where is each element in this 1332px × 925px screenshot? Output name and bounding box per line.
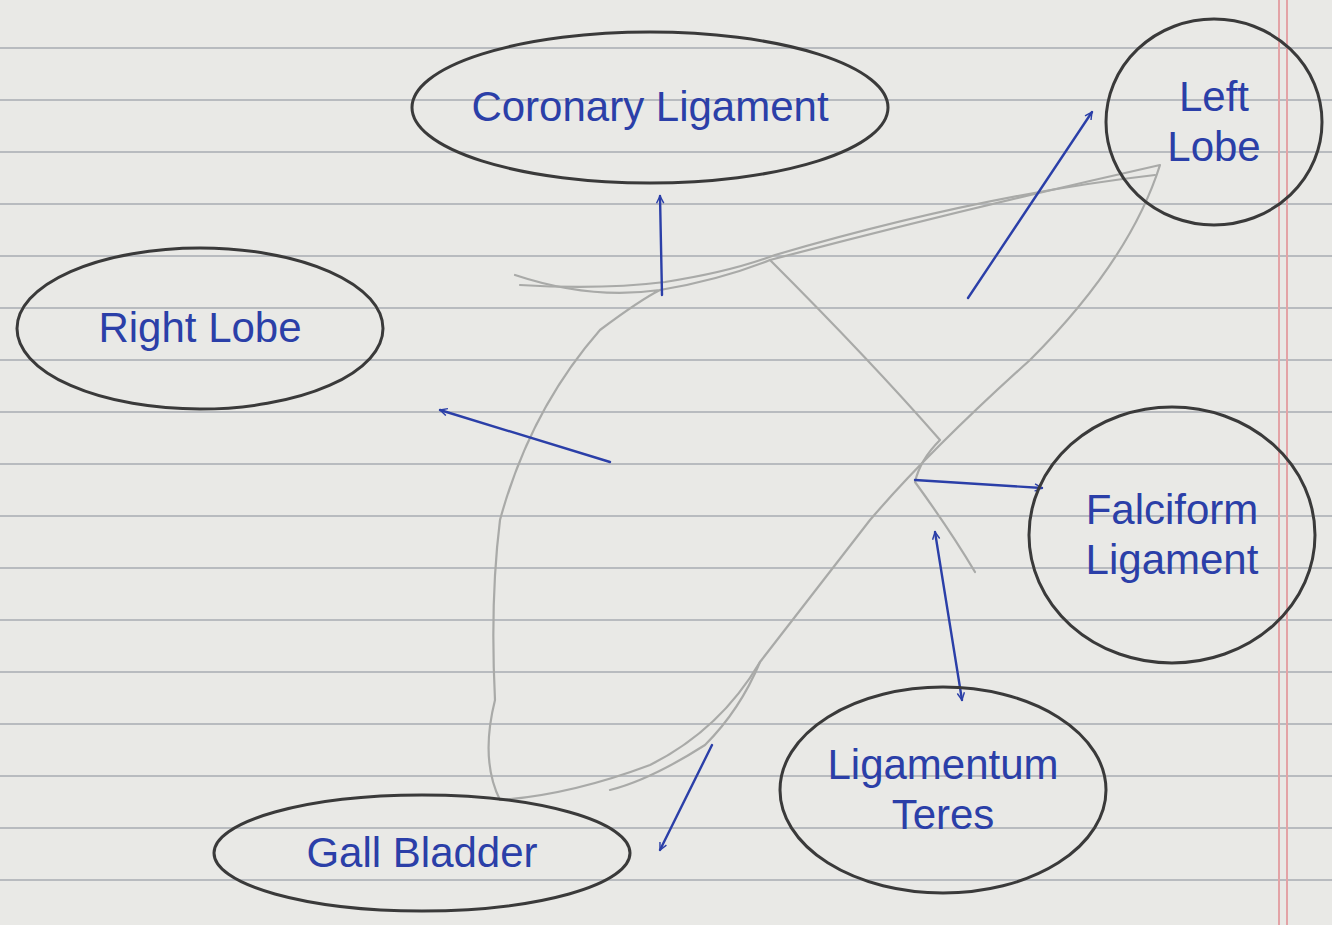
part-label: Left Lobe (1149, 72, 1279, 173)
ellipse-shape (1106, 19, 1322, 225)
label-ellipse: Ligamentum Teres (778, 685, 1108, 895)
leader-line (660, 196, 662, 295)
leader-line (440, 410, 610, 462)
ellipse-shape (780, 687, 1106, 893)
label-ellipse: Left Lobe (1104, 17, 1324, 227)
label-ellipse: Coronary Ligament (410, 30, 890, 185)
ellipse-content: Falciform Ligament (1027, 405, 1317, 665)
margin-line (1279, 0, 1287, 925)
ellipse-content: Left Lobe (1104, 17, 1324, 227)
part-label: Coronary Ligament (471, 82, 828, 132)
ellipse-content: Coronary Ligament (410, 30, 890, 185)
liver-outline (489, 165, 1160, 800)
ellipse-outline (1027, 405, 1317, 665)
ellipse-outline (1104, 17, 1324, 227)
ellipse-shape (214, 795, 630, 911)
leader-line (935, 532, 962, 700)
part-label: Gall Bladder (306, 828, 537, 878)
ellipse-content: Ligamentum Teres (778, 685, 1108, 895)
part-label: Falciform Ligament (1062, 485, 1282, 586)
label-ellipse: Gall Bladder (212, 793, 632, 913)
ellipse-shape (17, 248, 383, 409)
ellipse-content: Right Lobe (15, 246, 385, 411)
ellipse-outline (778, 685, 1108, 895)
ellipse-shape (1029, 407, 1315, 663)
label-ellipse: Falciform Ligament (1027, 405, 1317, 665)
leader-line (968, 112, 1092, 298)
leader-line (915, 480, 1042, 488)
ellipse-shape (412, 32, 888, 183)
ellipse-content: Gall Bladder (212, 793, 632, 913)
part-label: Right Lobe (98, 303, 301, 353)
leader-line (660, 745, 712, 850)
part-label: Ligamentum Teres (823, 740, 1063, 841)
leader-arrows (440, 112, 1092, 850)
label-ellipse: Right Lobe (15, 246, 385, 411)
ruled-lines (0, 48, 1332, 880)
